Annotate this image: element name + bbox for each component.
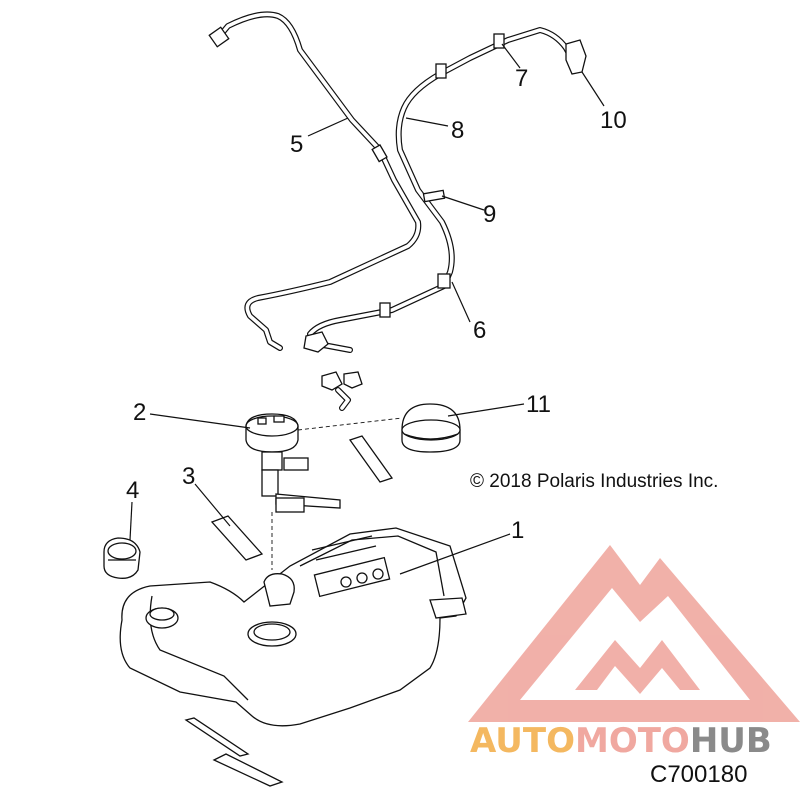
vent-valve-fittings — [321, 371, 363, 411]
callout-3: 3 — [182, 463, 195, 490]
watermark-word-moto: MOTO — [575, 721, 690, 761]
watermark-word-hub: HUB — [690, 721, 772, 761]
watermark-word-auto: AUTO — [470, 721, 575, 761]
hose-joint-icon — [371, 144, 388, 163]
callout-1: 1 — [511, 517, 524, 544]
fuel-hose-part-8 — [303, 27, 587, 353]
fuel-pump-part-2 — [245, 413, 341, 570]
clamp-icon — [379, 302, 391, 318]
watermark-triangle-icon — [468, 545, 800, 722]
watermark-inner-mark-icon — [575, 640, 700, 694]
vent-hose-part-5 — [208, 11, 422, 351]
callout-7: 7 — [515, 65, 528, 92]
canister-part-11 — [401, 403, 461, 453]
watermark-logo — [468, 545, 800, 722]
callouts: 1 2 3 4 5 6 7 8 9 10 11 — [126, 65, 627, 544]
clamp-part-7-icon — [493, 33, 505, 49]
callout-5: 5 — [290, 131, 303, 158]
clamp-icon — [435, 63, 447, 79]
hose-end-fitting-icon — [208, 26, 230, 48]
callout-8: 8 — [451, 117, 464, 144]
copyright-notice: © 2018 Polaris Industries Inc. — [470, 471, 718, 492]
dashed-link — [297, 417, 403, 431]
hose-fitting-part-10-icon — [565, 39, 587, 75]
leader-lines — [129, 43, 605, 575]
strap-pads — [184, 435, 394, 787]
clamp-part-6-icon — [437, 273, 451, 289]
callout-9: 9 — [483, 201, 496, 228]
fuel-cap-part-4 — [103, 537, 141, 579]
callout-10: 10 — [600, 107, 627, 134]
clamp-part-9-icon — [422, 189, 446, 203]
quick-connector-icon — [303, 331, 329, 353]
callout-6: 6 — [473, 317, 486, 344]
diagram-code: C700180 — [650, 761, 747, 788]
callout-2: 2 — [133, 399, 146, 426]
fuel-tank-part-1 — [119, 527, 467, 727]
watermark-word: AUTOMOTOHUB — [470, 721, 772, 761]
callout-11: 11 — [526, 391, 551, 418]
callout-4: 4 — [126, 477, 139, 504]
